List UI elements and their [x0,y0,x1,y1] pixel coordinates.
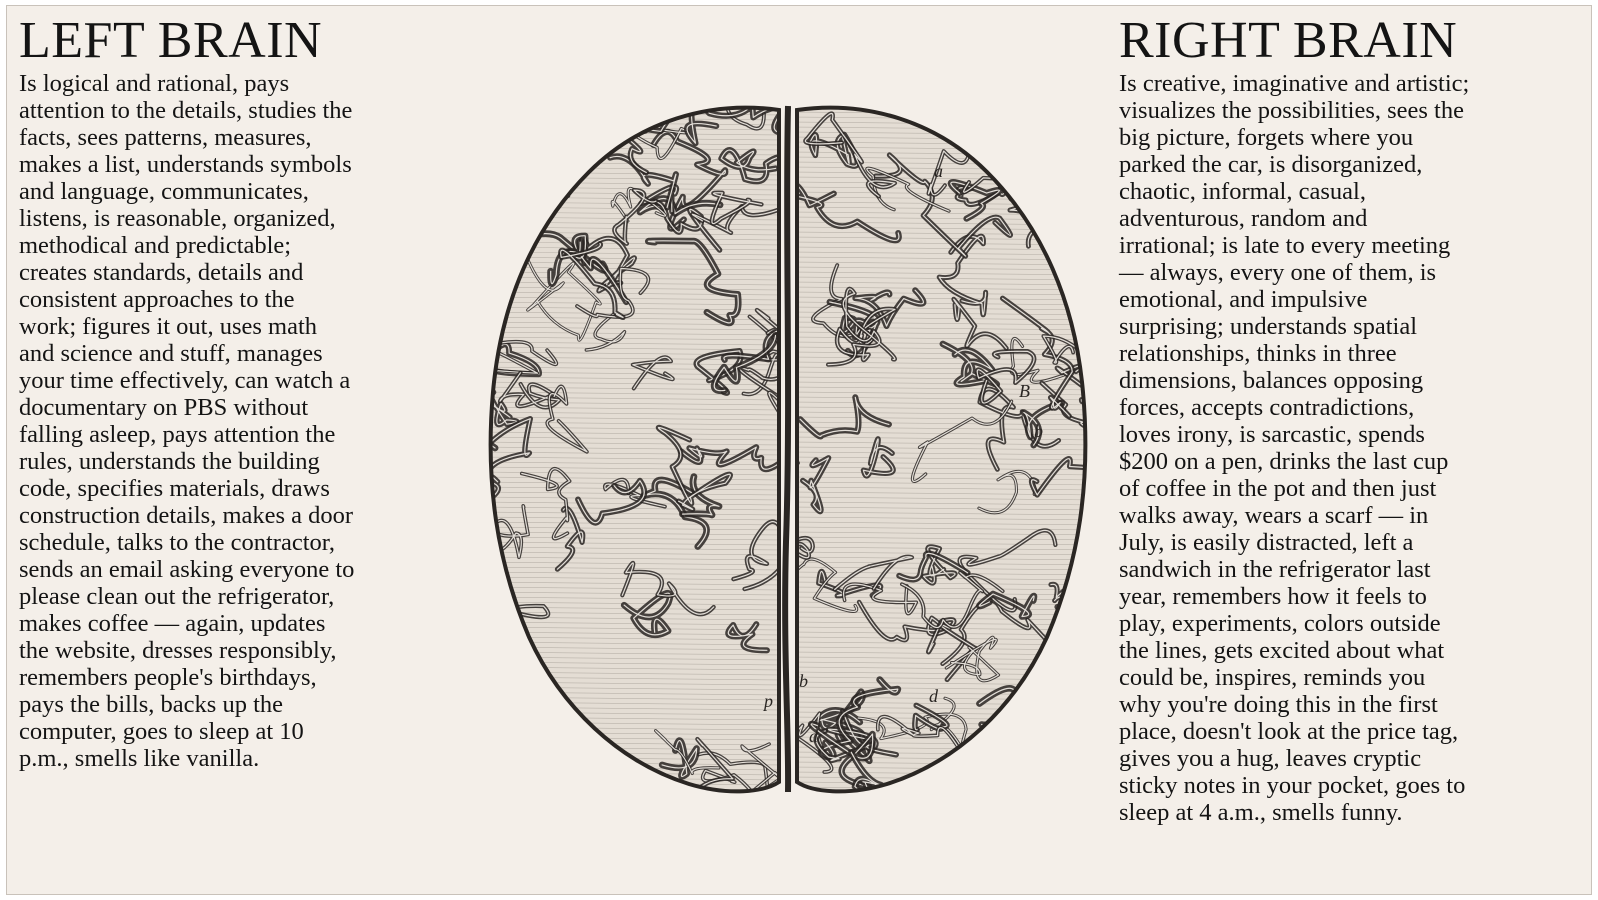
left-brain-heading: LEFT BRAIN [19,12,323,69]
right-brain-line: year, remembers how it feels to [1119,583,1427,610]
right-brain-line: walks away, wears a scarf — in [1119,502,1429,529]
right-brain-line: emotional, and impulsive [1119,286,1368,313]
left-brain-line: please clean out the refrigerator, [19,583,335,610]
left-brain-line: listens, is reasonable, organized, [19,205,336,232]
right-brain-line: chaotic, informal, casual, [1119,178,1366,205]
poster-frame: LEFT BRAIN Is logical and rational, pays… [6,5,1592,895]
right-brain-line: visualizes the possibilities, sees the [1119,97,1464,124]
right-brain-line: gives you a hug, leaves cryptic [1119,745,1422,772]
left-brain-line: consistent approaches to the [19,286,295,313]
engraving-label: b [1034,421,1043,441]
right-brain-line: Is creative, imaginative and artistic; [1119,70,1470,97]
left-brain-line: p.m., smells like vanilla. [19,745,260,772]
engraving-label: d [929,686,939,706]
brain-icon: aBb b p d d [488,105,1088,794]
left-brain-line: attention to the details, studies the [19,97,353,124]
left-brain-line: schedule, talks to the contractor, [19,529,336,556]
left-brain-line: pays the bills, backs up the [19,691,284,718]
left-brain-line: rules, understands the building [19,448,320,475]
right-brain-line: adventurous, random and [1119,205,1368,232]
left-brain-line: computer, goes to sleep at 10 [19,718,304,745]
right-brain-line: why you're doing this in the first [1119,691,1438,718]
right-brain-line: could be, inspires, reminds you [1119,664,1426,691]
left-brain-line: construction details, makes a door [19,502,354,529]
left-brain-line: documentary on PBS without [19,394,309,421]
right-brain-line: play, experiments, colors outside [1119,610,1441,637]
engraving-label: B [1019,381,1030,401]
left-brain-line: code, specifies materials, draws [19,475,330,502]
right-brain-line: forces, accepts contradictions, [1119,394,1415,421]
left-brain-line: falling asleep, pays attention the [19,421,336,448]
left-brain-line: creates standards, details and [19,259,304,286]
left-brain-column: LEFT BRAIN Is logical and rational, pays… [19,12,459,772]
right-brain-description: Is creative, imaginative and artistic;vi… [1119,70,1559,826]
right-brain-line: loves irony, is sarcastic, spends [1119,421,1425,448]
engraving-label: d [809,726,819,746]
right-brain-line: parked the car, is disorganized, [1119,151,1423,178]
right-brain-line: sticky notes in your pocket, goes to [1119,772,1466,799]
left-brain-line: methodical and predictable; [19,232,292,259]
right-brain-line: irrational; is late to every meeting [1119,232,1451,259]
left-brain-line: makes a list, understands symbols [19,151,352,178]
left-brain-line: Is logical and rational, pays [19,70,290,97]
left-brain-line: your time effectively, can watch a [19,367,351,394]
right-brain-line: sleep at 4 a.m., smells funny. [1119,799,1403,826]
right-brain-line: big picture, forgets where you [1119,124,1414,151]
right-brain-line: dimensions, balances opposing [1119,367,1424,394]
right-brain-line: place, doesn't look at the price tag, [1119,718,1459,745]
engraving-label: a [934,161,943,181]
right-brain-line: sandwich in the refrigerator last [1119,556,1431,583]
left-brain-line: sends an email asking everyone to [19,556,355,583]
engraving-label: p [762,691,773,711]
left-brain-line: and science and stuff, manages [19,340,323,367]
left-brain-line: remembers people's birthdays, [19,664,317,691]
longitudinal-fissure [782,105,792,793]
right-brain-line: — always, every one of them, is [1119,259,1437,286]
left-brain-line: work; figures it out, uses math [19,313,318,340]
right-brain-line: surprising; understands spatial [1119,313,1418,340]
left-brain-line: the website, dresses responsibly, [19,637,337,664]
engraving-label: b [799,671,808,691]
right-brain-line: relationships, thinks in three [1119,340,1397,367]
right-brain-line: of coffee in the pot and then just [1119,475,1437,502]
left-brain-line: and language, communicates, [19,178,309,205]
left-brain-line: makes coffee — again, updates [19,610,326,637]
right-brain-heading: RIGHT BRAIN [1119,12,1458,69]
left-brain-line: facts, sees patterns, measures, [19,124,312,151]
right-brain-line: $200 on a pen, drinks the last cup [1119,448,1449,475]
right-brain-line: the lines, gets excited about what [1119,637,1445,664]
right-brain-line: July, is easily distracted, left a [1119,529,1414,556]
right-brain-column: RIGHT BRAIN Is creative, imaginative and… [1119,12,1559,826]
